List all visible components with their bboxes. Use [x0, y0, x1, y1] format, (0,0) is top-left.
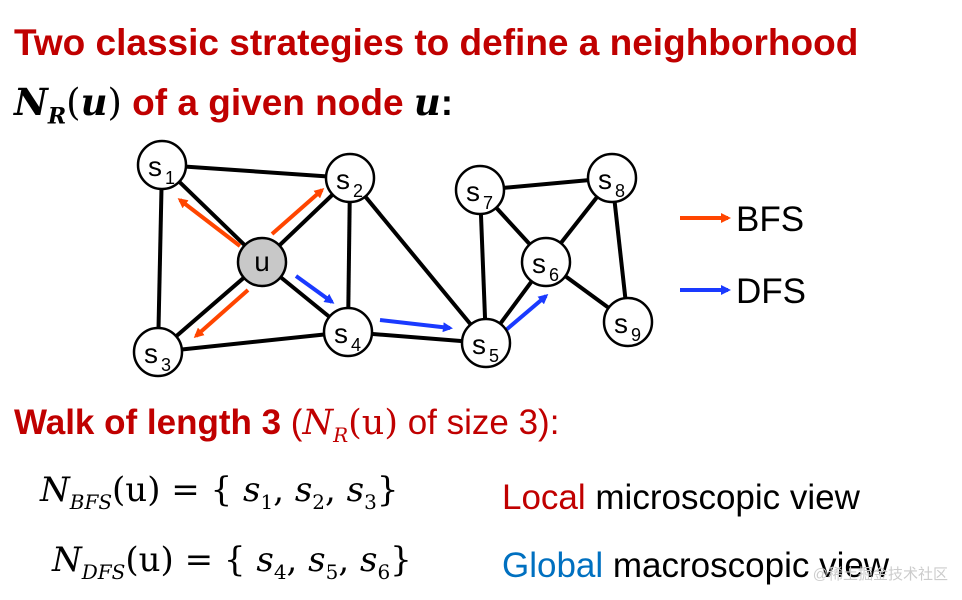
bfs-arrow-to-s1: [177, 198, 242, 248]
node-s2: s 2: [324, 152, 376, 204]
svg-text:s: s: [598, 164, 612, 195]
bfs-arrow-to-s3: [193, 288, 250, 338]
dfs-arrow-to-s5: [379, 318, 453, 333]
svg-text:s: s: [334, 318, 348, 349]
edge-s5-s7: [478, 189, 488, 344]
svg-text:9: 9: [631, 325, 641, 345]
svg-text:2: 2: [353, 181, 363, 201]
edge-s2-s4: [346, 177, 352, 333]
watermark: @稀土掘金技术社区: [812, 566, 948, 583]
title-line-1: Two classic strategies to define a neigh…: [14, 22, 859, 63]
walk-symbol: NR: [302, 403, 349, 447]
local-view-label: Local microscopic view: [502, 478, 860, 517]
edge-s1-s3: [156, 164, 164, 353]
edge-s3-s4: [157, 330, 349, 354]
svg-text:3: 3: [161, 355, 171, 375]
node-s3: s 3: [132, 326, 184, 378]
svg-text:6: 6: [549, 265, 559, 285]
neighborhood-symbol: NR: [14, 80, 67, 130]
title-line-2: NR(u) of a given node u:: [14, 80, 454, 130]
legend: BFS DFS: [680, 200, 806, 311]
node-s1: s 1: [136, 139, 188, 191]
dfs-arrow-to-s4: [294, 274, 335, 304]
edge-s2-s5: [348, 176, 488, 345]
svg-text:s: s: [144, 338, 158, 369]
bfs-set-formula: NBFS(u) = { s1, s2, s3}: [40, 470, 399, 514]
svg-text:7: 7: [483, 193, 493, 213]
node-s9: s 9: [602, 296, 654, 348]
node-u-symbol: u: [413, 80, 441, 124]
svg-text:4: 4: [351, 335, 361, 355]
dfs-arrow-to-s6: [504, 294, 549, 332]
svg-text:s: s: [614, 308, 628, 339]
bfs-arrow-to-s2: [270, 188, 325, 236]
node-s4: s 4: [322, 306, 374, 358]
node-s5: s 5: [460, 317, 512, 369]
node-s8: s 8: [586, 152, 638, 204]
svg-text:8: 8: [615, 181, 625, 201]
svg-text:s: s: [336, 164, 350, 195]
node-s7: s 7: [454, 164, 506, 216]
svg-text:s: s: [472, 329, 486, 360]
walk-caption: Walk of length 3 (NR(u) of size 3):: [14, 403, 560, 447]
svg-text:s: s: [466, 176, 480, 207]
svg-text:s: s: [148, 151, 162, 182]
global-view-label: Global macroscopic view: [502, 546, 890, 585]
node-s6: s 6: [520, 236, 572, 288]
svg-text:5: 5: [489, 346, 499, 366]
legend-bfs-label: BFS: [736, 200, 804, 239]
svg-text:s: s: [532, 248, 546, 279]
edge-s1-s2: [161, 163, 351, 180]
dfs-set-formula: NDFS(u) = { s4, s5, s6}: [52, 540, 412, 584]
node-u: u: [236, 236, 288, 288]
legend-dfs-label: DFS: [736, 272, 806, 311]
svg-text:1: 1: [165, 168, 175, 188]
svg-text:u: u: [254, 246, 270, 277]
